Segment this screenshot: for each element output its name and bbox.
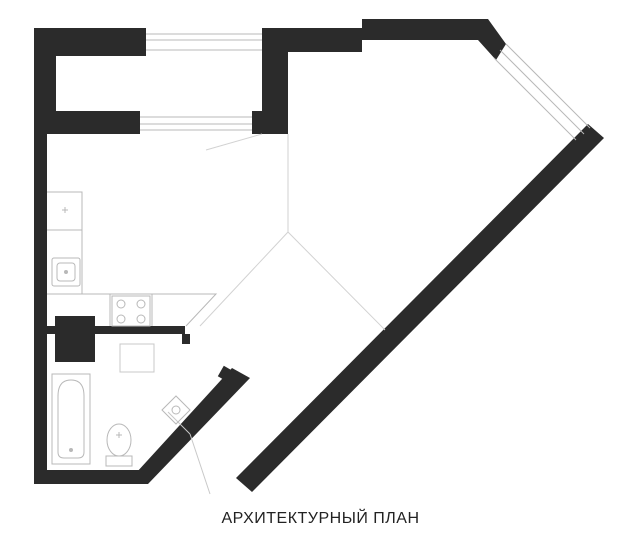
- wall-partition-end: [182, 334, 190, 344]
- zone-lines: [199, 133, 386, 331]
- wall-top-left: [34, 28, 146, 56]
- wall-center-vertical: [262, 28, 288, 134]
- bathtub-icon: [51, 373, 91, 465]
- bath-sink-icon: [161, 395, 191, 425]
- cabinet-icon: [119, 343, 155, 373]
- wall-diagonal-short: [126, 368, 250, 484]
- kitchen-counter: [47, 191, 218, 327]
- window-icon: [140, 33, 591, 141]
- wall-left-outer: [34, 28, 47, 484]
- wall-partition-horizontal: [47, 326, 185, 334]
- toilet-icon: [105, 423, 133, 467]
- wall-diagonal-long: [236, 124, 604, 492]
- plan-caption: АРХИТЕКТУРНЫЙ ПЛАН: [221, 510, 420, 527]
- door-icon: [167, 411, 211, 495]
- walls: [34, 19, 604, 492]
- wall-top-right: [362, 19, 506, 60]
- stove-icon: [111, 295, 151, 327]
- sink-icon: [51, 257, 81, 287]
- fridge-icon: [62, 207, 68, 213]
- wall-partition-block: [55, 316, 95, 362]
- wall-bottom: [34, 470, 148, 484]
- wall-balcony-bottom-left: [34, 111, 140, 134]
- wall-stub-1: [217, 365, 235, 383]
- wall-balcony-left: [34, 56, 56, 111]
